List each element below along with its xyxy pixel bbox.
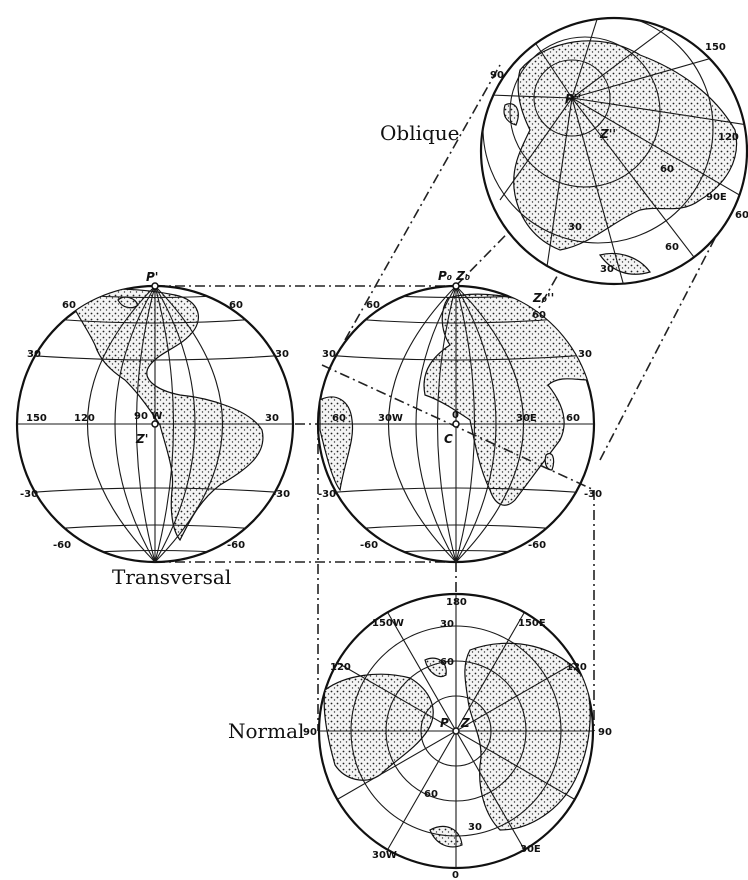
normal-globe: P Z 180 150W 150E 120 120 90 90 60 60 30…	[303, 594, 612, 880]
parallel-label: -30	[272, 489, 290, 500]
meridian-label: 120	[74, 413, 95, 424]
oblique-tick-label: 90E	[706, 192, 727, 203]
parallel-label: 30	[27, 349, 41, 360]
normal-tick-label: 90	[598, 727, 612, 738]
pole-label-transversal: P'	[146, 270, 158, 284]
normal-tick-label: 60	[440, 657, 454, 668]
oblique-tick-label: 90	[490, 70, 504, 81]
parallel-label: 30	[322, 349, 336, 360]
oblique-label: Oblique	[380, 121, 460, 145]
meridian-label: 150	[26, 413, 47, 424]
parallel-label: 30	[578, 349, 592, 360]
parallel-label: -60	[53, 540, 71, 551]
normal-tick-label: 0	[452, 870, 459, 880]
oblique-tick-label: 30	[568, 222, 582, 233]
normal-label: Normal	[228, 719, 304, 743]
parallel-label: -60	[227, 540, 245, 551]
normal-tick-label: 180	[446, 597, 467, 608]
oblique-tick-label: 60	[660, 164, 674, 175]
meridian-label: 30E	[516, 413, 537, 424]
center-mark-transversal: 90 W	[134, 411, 162, 422]
normal-tick-label: 30	[468, 822, 482, 833]
parallel-label: 60	[229, 300, 243, 311]
normal-tick-label: 60	[424, 789, 438, 800]
zenith-label-oblique: Z''	[599, 127, 616, 141]
zenith-label-normal: Z	[460, 716, 470, 730]
oblique-tick-label: 30	[600, 264, 614, 275]
parallel-label: -60	[528, 540, 546, 551]
parallel-label: -60	[360, 540, 378, 551]
normal-tick-label: 90	[303, 727, 317, 738]
normal-tick-label: 150W	[372, 618, 404, 629]
oblique-tick-label: 60	[665, 242, 679, 253]
normal-tick-label: 30E	[520, 844, 541, 855]
meridian-label: 60	[566, 413, 580, 424]
meridian-label: 30	[265, 413, 279, 424]
normal-tick-label: 120	[566, 662, 587, 673]
normal-tick-label: 150E	[518, 618, 546, 629]
center-globe: P₀ Z₀ Z₀'' C 0 60 30W 30E 60 60 60 30 30…	[318, 269, 602, 562]
parallel-label: 60	[366, 300, 380, 311]
meridian-label: 30W	[378, 413, 403, 424]
parallel-label: 60	[62, 300, 76, 311]
pole-label-oblique: P''	[565, 92, 581, 106]
oblique-tick-label: 120	[718, 132, 739, 143]
secondary-zenith-label: Z₀''	[532, 291, 554, 305]
normal-tick-label: 120	[330, 662, 351, 673]
parallel-label: 30	[275, 349, 289, 360]
transversal-label: Transversal	[112, 565, 231, 589]
oblique-tick-label: 60	[735, 210, 748, 221]
pole-label-center: P₀ Z₀	[438, 269, 471, 283]
parallel-label: -30	[584, 489, 602, 500]
meridian-label: 60	[332, 413, 346, 424]
normal-tick-label: 30	[440, 619, 454, 630]
normal-tick-label: 30W	[372, 850, 397, 861]
meridian-label: 0	[452, 410, 459, 421]
parallel-label: 60	[532, 310, 546, 321]
oblique-tick-label: 150	[705, 42, 726, 53]
transversal-globe: P' Z' 90 W 150 120 30 60 60 30 30 -30 -3…	[17, 270, 293, 562]
center-point-label: C	[444, 432, 453, 446]
parallel-label: -30	[20, 489, 38, 500]
parallel-label: -30	[318, 489, 336, 500]
pole-label-normal: P	[440, 716, 449, 730]
zenith-label-transversal: Z'	[135, 432, 148, 446]
